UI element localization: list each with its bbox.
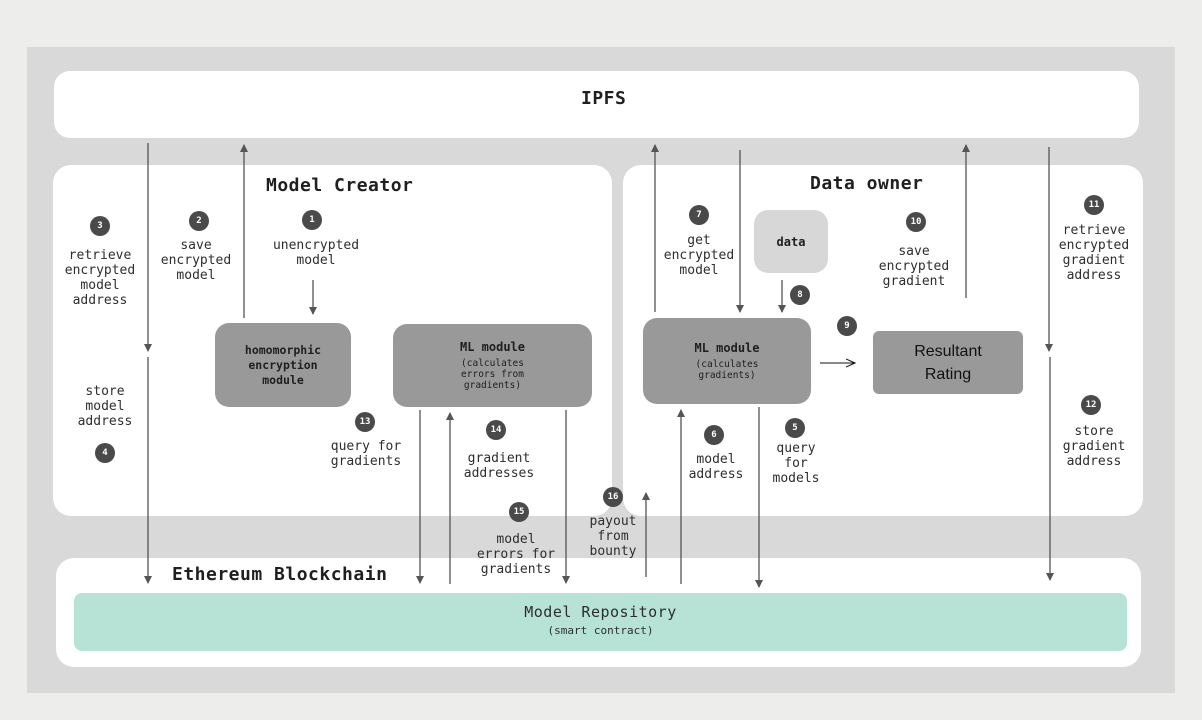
- model-creator-title: Model Creator: [266, 175, 414, 196]
- owner-ml-module-title: ML module: [694, 341, 760, 355]
- creator-ml-module-title: ML module: [459, 340, 526, 354]
- model-repository-subtitle: (smart contract): [547, 624, 654, 637]
- ipfs-title: IPFS: [581, 88, 627, 109]
- step-5-badge: 5: [785, 418, 805, 438]
- step-4-badge: 4: [95, 443, 115, 463]
- step-6-badge: 6: [704, 425, 724, 445]
- ethereum-blockchain-title: Ethereum Blockchain: [172, 564, 388, 585]
- step-1-badge: 1: [302, 210, 322, 230]
- data-box: data: [754, 210, 828, 273]
- step-12-label: store gradient address: [1062, 424, 1126, 469]
- step-7-badge: 7: [689, 205, 709, 225]
- step-6-label: model address: [688, 452, 744, 482]
- step-11-badge: 11: [1084, 195, 1104, 215]
- step-10-badge: 10: [906, 212, 926, 232]
- step-9-badge: 9: [837, 316, 857, 336]
- creator-ml-module: ML module (calculates errors from gradie…: [393, 324, 592, 407]
- step-5-label: query for models: [772, 441, 820, 486]
- step-3-badge: 3: [90, 216, 110, 236]
- owner-ml-module: ML module (calculates gradients): [643, 318, 811, 404]
- step-2-badge: 2: [189, 211, 209, 231]
- step-2-label: save encrypted model: [160, 238, 232, 283]
- step-13-badge: 13: [355, 412, 375, 432]
- step-15-label: model errors for gradients: [476, 532, 556, 577]
- step-14-badge: 14: [486, 420, 506, 440]
- resultant-rating-box: Resultant Rating: [873, 331, 1023, 394]
- owner-ml-module-subtitle: (calculates gradients): [695, 359, 759, 381]
- step-10-label: save encrypted gradient: [878, 244, 950, 289]
- step-4-label: store model address: [77, 384, 133, 429]
- step-3-label: retrieve encrypted model address: [64, 248, 136, 308]
- ipfs-panel: [54, 71, 1139, 138]
- data-owner-title: Data owner: [810, 173, 924, 194]
- homomorphic-module-label: homomorphic encryption module: [244, 342, 322, 387]
- step-7-label: get encrypted model: [663, 233, 735, 278]
- step-13-label: query for gradients: [330, 439, 402, 469]
- step-11-label: retrieve encrypted gradient address: [1058, 223, 1130, 283]
- step-16-label: payout from bounty: [589, 514, 637, 559]
- homomorphic-encryption-module: homomorphic encryption module: [215, 323, 351, 407]
- data-box-label: data: [776, 234, 806, 249]
- step-8-badge: 8: [790, 285, 810, 305]
- model-repository: Model Repository (smart contract): [74, 593, 1127, 651]
- model-repository-title: Model Repository: [524, 603, 677, 621]
- step-14-label: gradient addresses: [463, 451, 535, 481]
- creator-ml-module-subtitle: (calculates errors from gradients): [461, 358, 524, 391]
- step-16-badge: 16: [603, 487, 623, 507]
- step-15-badge: 15: [509, 502, 529, 522]
- step-12-badge: 12: [1081, 395, 1101, 415]
- step-1-label: unencrypted model: [272, 238, 360, 268]
